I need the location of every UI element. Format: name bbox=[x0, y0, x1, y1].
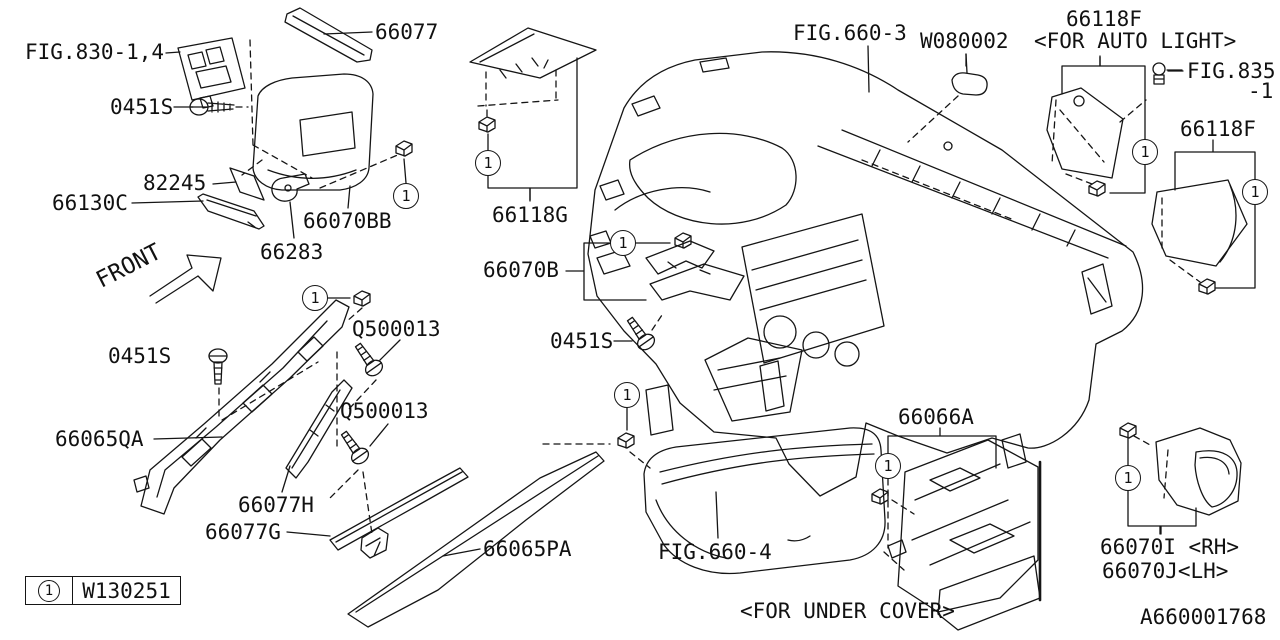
figure-ref-660-3: FIG.660-3 bbox=[793, 21, 907, 45]
bracket-66070b-drawing bbox=[565, 232, 745, 354]
glove-box-lid-drawing bbox=[241, 73, 413, 191]
strip-66077-drawing bbox=[284, 7, 373, 63]
drawing-number: A660001768 bbox=[1140, 605, 1267, 629]
screw-0451s-top-drawing bbox=[189, 98, 249, 116]
part-label-66283: 66283 bbox=[260, 240, 324, 264]
part-label-w080002: W080002 bbox=[920, 29, 1009, 53]
rail-66077h-drawing bbox=[281, 379, 353, 493]
fastener-marker-66070ij: 1 bbox=[1115, 465, 1141, 491]
side-panel-66070ij-drawing bbox=[1119, 422, 1242, 535]
part-label-82245: 82245 bbox=[143, 171, 207, 195]
screw-q500013-upper-drawing bbox=[336, 339, 401, 447]
screw-q500013-lower-drawing bbox=[329, 423, 389, 535]
part-label-66065qa: 66065QA bbox=[55, 427, 144, 451]
leader-lines bbox=[131, 31, 1184, 557]
part-label-66118f-right: 66118F bbox=[1180, 117, 1256, 141]
part-label-0451s-left: 0451S bbox=[108, 344, 172, 368]
part-label-66118f-auto: 66118F bbox=[1066, 7, 1142, 31]
plate-82245-drawing bbox=[229, 167, 265, 201]
instrument-panel-drawing bbox=[587, 45, 1144, 497]
part-label-fig830: FIG.830-1,4 bbox=[25, 40, 165, 64]
fastener-marker-66066a: 1 bbox=[875, 453, 901, 479]
part-label-66070b: 66070B bbox=[483, 258, 559, 282]
glove-box-fig660-4-drawing bbox=[542, 407, 886, 575]
part-label-66065pa: 66065PA bbox=[483, 537, 572, 561]
part-label-66077: 66077 bbox=[375, 20, 439, 44]
panel-66118f-right-drawing bbox=[1151, 139, 1256, 295]
part-label-66118g: 66118G bbox=[492, 203, 568, 227]
frame-66065qa-drawing bbox=[133, 290, 371, 515]
legend-part-number: W130251 bbox=[82, 578, 171, 603]
strip-66130c-drawing bbox=[197, 193, 265, 230]
fastener-marker-66070b: 1 bbox=[610, 230, 636, 256]
part-label-q500013-upper: Q500013 bbox=[352, 317, 441, 341]
part-label-0451s-center: 0451S bbox=[550, 329, 614, 353]
fastener-marker-66065qa: 1 bbox=[302, 285, 328, 311]
fastener-marker-66118f-auto: 1 bbox=[1132, 139, 1158, 165]
part-label-66077g: 66077G bbox=[205, 520, 281, 544]
fastener-marker-glove-box: 1 bbox=[614, 382, 640, 408]
note-for-auto-light: <FOR AUTO LIGHT> bbox=[1034, 29, 1237, 53]
fastener-marker-66118f-right: 1 bbox=[1242, 179, 1268, 205]
part-label-66070bb: 66070BB bbox=[303, 209, 392, 233]
switch-cluster-fig830-drawing bbox=[177, 37, 313, 179]
pin-fig835-drawing bbox=[1152, 62, 1183, 85]
part-label-66130c: 66130C bbox=[52, 191, 128, 215]
lamp-66283-drawing bbox=[271, 173, 310, 239]
legend-marker-cell: 1 bbox=[26, 577, 73, 604]
fastener-legend: 1 W130251 bbox=[25, 576, 181, 605]
under-cover-66066a-drawing bbox=[871, 427, 1042, 631]
screw-0451s-left-drawing bbox=[208, 348, 319, 421]
legend-marker-icon: 1 bbox=[38, 579, 60, 602]
figure-ref-835: FIG.835 bbox=[1187, 59, 1276, 83]
front-arrow-icon bbox=[149, 254, 222, 304]
part-label-66077h: 66077H bbox=[238, 493, 314, 517]
part-label-q500013-lower: Q500013 bbox=[340, 399, 429, 423]
part-label-66070i: 66070I <RH> bbox=[1100, 535, 1240, 559]
part-label-0451s-top: 0451S bbox=[110, 95, 174, 119]
trim-66065pa-drawing bbox=[347, 451, 605, 628]
figure-ref-660-4: FIG.660-4 bbox=[658, 540, 772, 564]
part-label-66066a: 66066A bbox=[898, 405, 974, 429]
trim-66077g-drawing bbox=[329, 467, 469, 551]
panel-66118f-auto-drawing bbox=[1046, 56, 1147, 197]
fastener-marker-66118g: 1 bbox=[475, 150, 501, 176]
note-for-under-cover: <FOR UNDER COVER> bbox=[740, 599, 955, 623]
figure-ref-835-suffix: -1 bbox=[1248, 79, 1274, 103]
bulb-w080002-drawing bbox=[907, 53, 988, 143]
fastener-marker-66070bb: 1 bbox=[393, 183, 419, 209]
part-label-66070j: 66070J<LH> bbox=[1102, 559, 1229, 583]
panel-66118g-drawing bbox=[469, 27, 597, 201]
